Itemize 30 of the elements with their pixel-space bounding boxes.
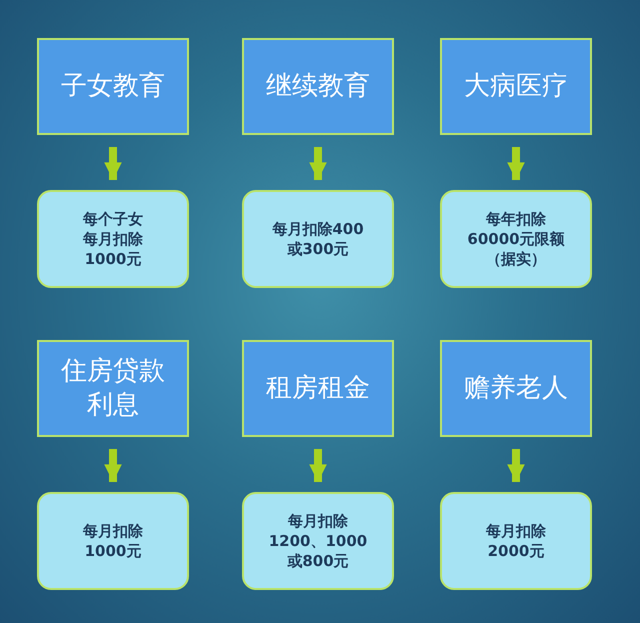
arrow [309,449,327,482]
deduction-text: 每年扣除60000元限额（据实） [466,208,566,270]
category-label: 租房租金 [266,372,370,405]
category-label: 继续教育 [266,70,370,103]
arrow [309,147,327,180]
arrow [104,147,122,180]
category-box [440,38,592,135]
arrow [507,449,525,482]
deduction-box [242,492,394,590]
category-label: 住房贷款利息 [60,354,166,422]
deduction-box [37,492,189,590]
deduction-box [242,190,394,288]
deduction-box [37,190,189,288]
deduction-text: 每个子女每月扣除1000元 [82,208,144,270]
deduction-text: 每月扣除400或300元 [271,218,365,260]
category-label: 子女教育 [61,70,165,103]
deduction-box [440,492,592,590]
deduction-text: 每月扣除1200、1000或800元 [268,510,368,572]
category-box [37,340,189,437]
category-box [440,340,592,437]
category-label: 赡养老人 [464,372,568,405]
category-box [37,38,189,135]
arrow [104,449,122,482]
category-label: 大病医疗 [464,70,568,103]
category-box [242,340,394,437]
deduction-text: 每月扣除2000元 [485,520,547,562]
deduction-text: 每月扣除1000元 [82,520,144,562]
category-box [242,38,394,135]
deduction-box [440,190,592,288]
arrow [507,147,525,180]
